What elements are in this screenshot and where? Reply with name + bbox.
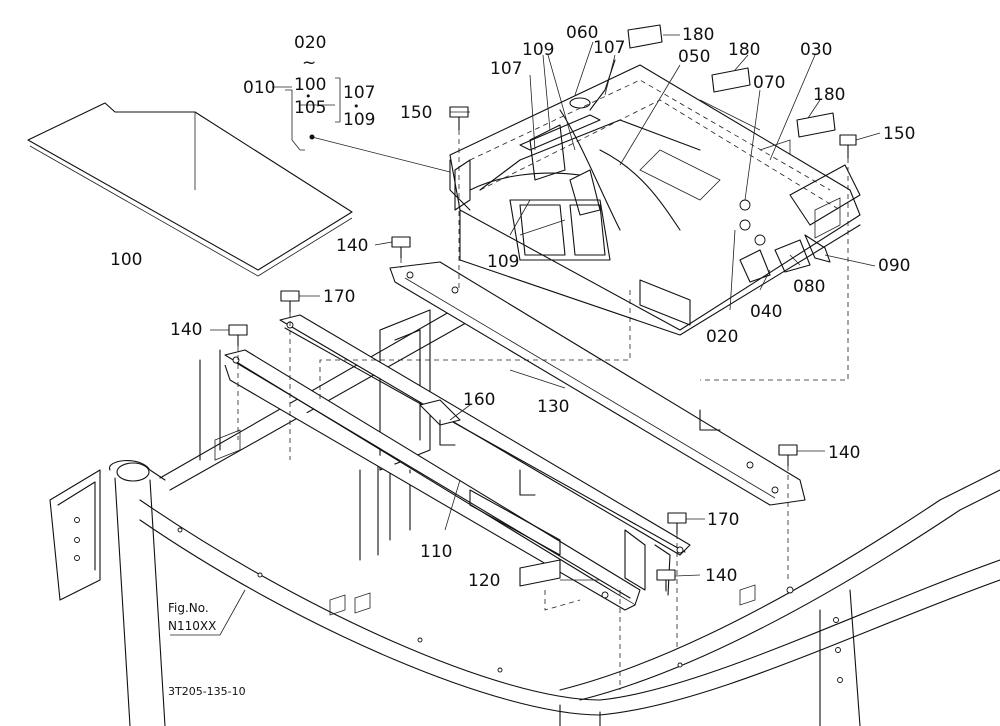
callout-170-b: 170 — [707, 510, 739, 530]
callout-060: 060 — [566, 23, 598, 43]
callout-109-group: 109 — [343, 110, 375, 130]
rail-110-assembly — [224, 314, 691, 611]
callout-070: 070 — [753, 73, 785, 93]
callout-080: 080 — [793, 277, 825, 297]
callout-020-b: 020 — [706, 327, 738, 347]
callout-110: 110 — [420, 542, 452, 562]
callout-109-a: 109 — [522, 40, 554, 60]
callout-100-sheet: 100 — [110, 250, 142, 270]
callout-160: 160 — [463, 390, 495, 410]
callout-180-a: 180 — [682, 25, 714, 45]
callout-140-a: 140 — [336, 236, 368, 256]
callout-120: 120 — [468, 571, 500, 591]
callout-107-b: 107 — [593, 38, 625, 58]
callout-090: 090 — [878, 256, 910, 276]
chassis-frame — [49, 299, 1000, 726]
callout-140-d: 140 — [705, 566, 737, 586]
callout-dot-group: • — [353, 100, 360, 113]
callout-050: 050 — [678, 47, 710, 67]
callout-020: 020 — [294, 33, 326, 53]
callout-140-b: 140 — [170, 320, 202, 340]
callout-100-range: 100 — [294, 75, 326, 95]
callout-180-b: 180 — [728, 40, 760, 60]
callout-dot-top: • — [305, 90, 312, 103]
callout-140-c: 140 — [828, 443, 860, 463]
figure-ref-number: N110XX — [168, 619, 216, 633]
callout-180-c: 180 — [813, 85, 845, 105]
callout-150-right: 150 — [883, 124, 915, 144]
callout-labels: 010 020 ~ 100 • 105 107 • 109 060 109 10… — [110, 23, 915, 698]
figure-ref-label: Fig.No. — [168, 601, 209, 615]
leader-lines — [170, 34, 881, 690]
callout-107-group: 107 — [343, 83, 375, 103]
callout-150-left: 150 — [400, 103, 432, 123]
rail-130 — [389, 261, 806, 506]
callout-107-a: 107 — [490, 59, 522, 79]
floor-sheet-100 — [27, 102, 353, 277]
cushion-blocks-180 — [627, 24, 836, 138]
callout-040: 040 — [750, 302, 782, 322]
callout-030: 030 — [800, 40, 832, 60]
callout-170-a: 170 — [323, 287, 355, 307]
callout-105: 105 — [294, 98, 326, 118]
callout-010: 010 — [243, 78, 275, 98]
callout-109-b: 109 — [487, 252, 519, 272]
callout-tilde: ~ — [302, 53, 316, 73]
callout-130: 130 — [537, 397, 569, 417]
drawing-code: 3T205-135-10 — [168, 685, 246, 698]
